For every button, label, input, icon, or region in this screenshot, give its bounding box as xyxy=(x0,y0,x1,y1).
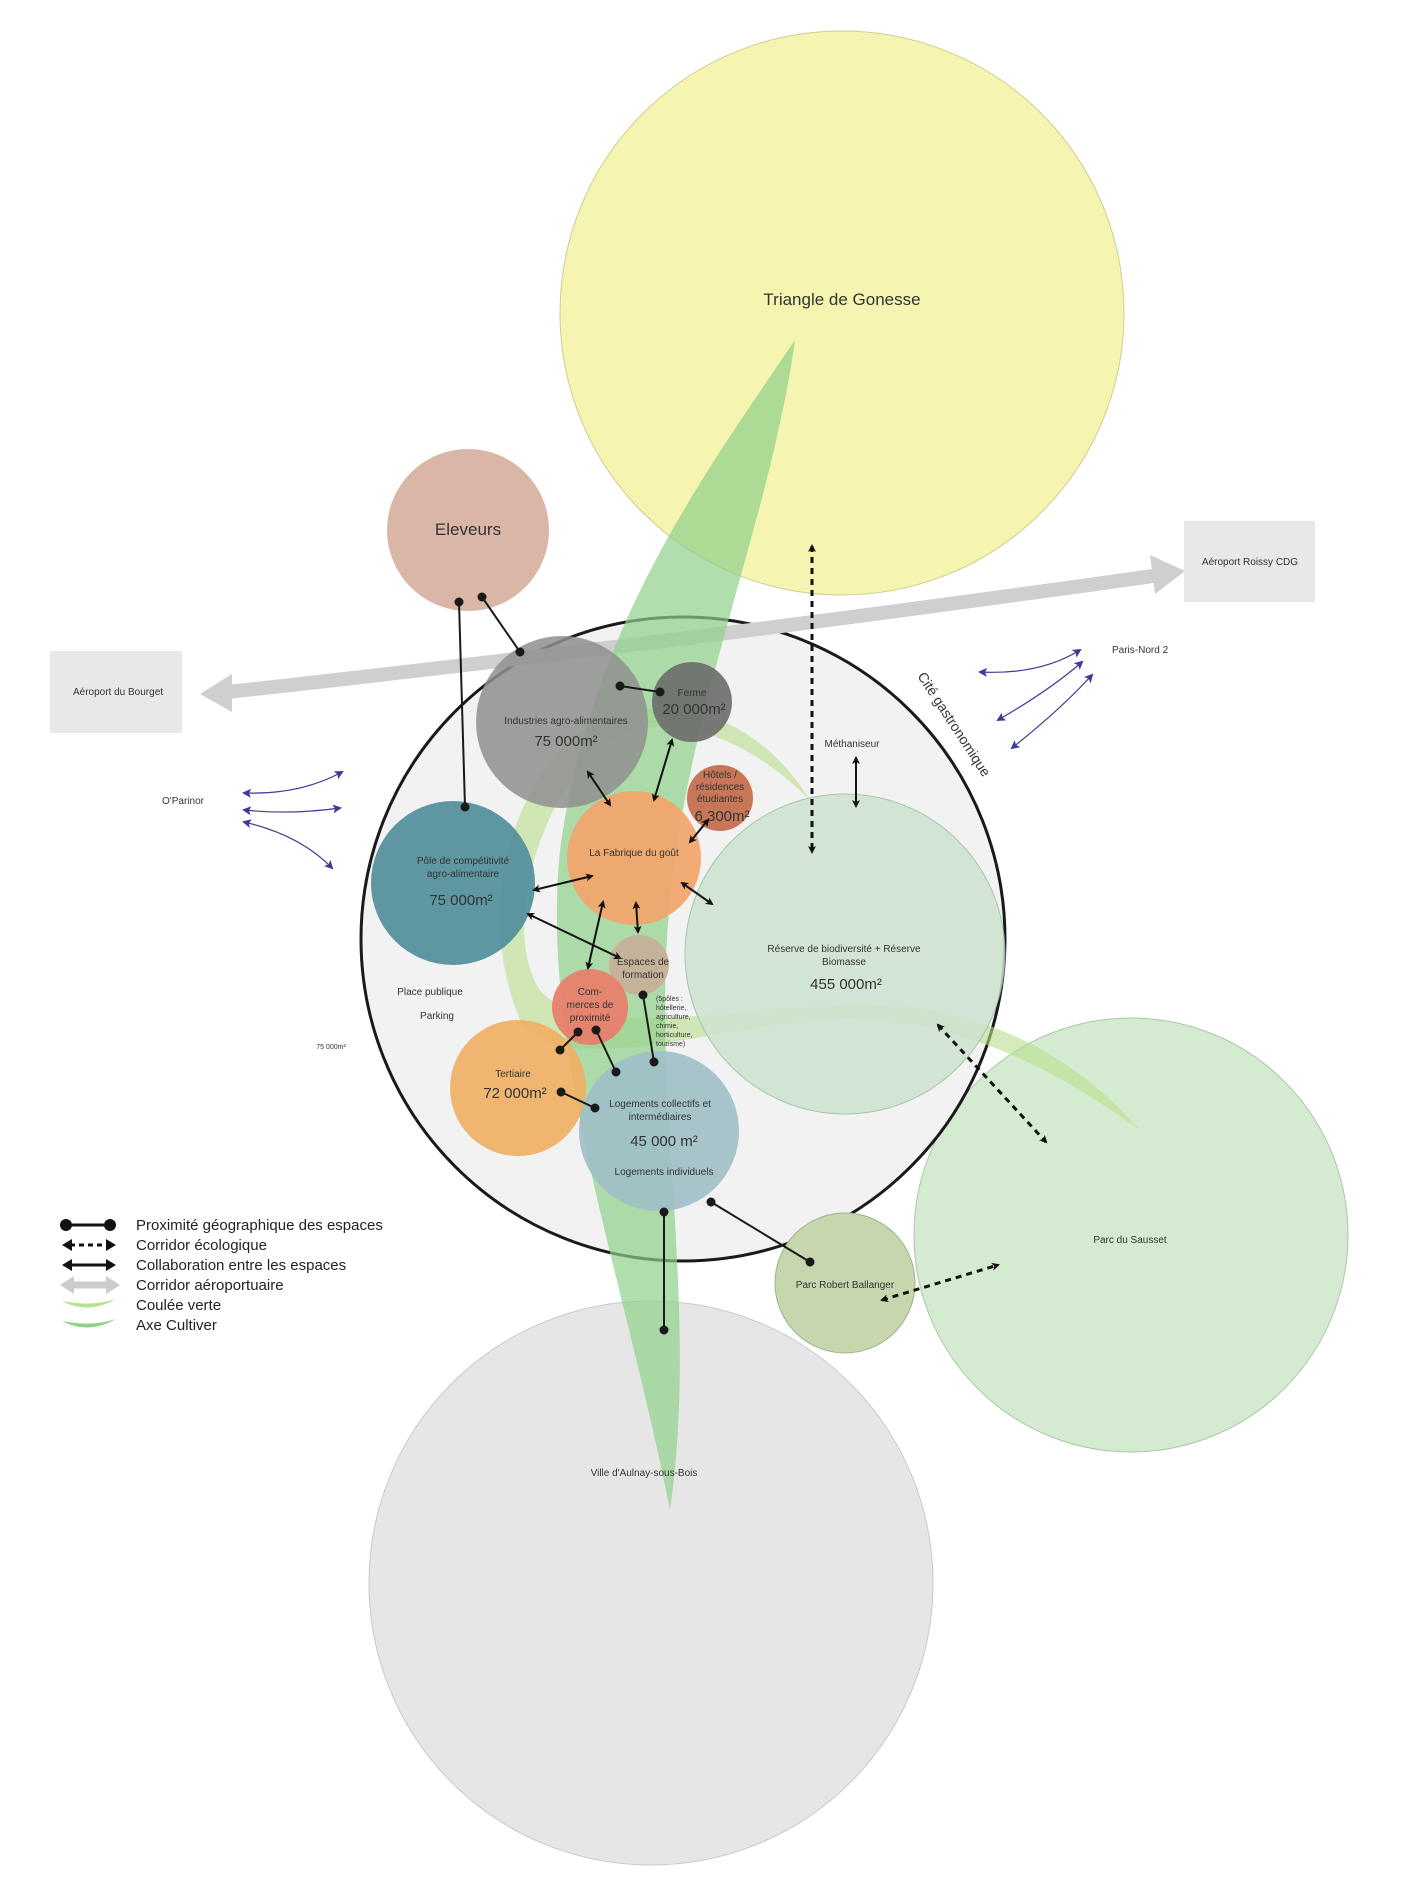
label-pole-2: agro-alimentaire xyxy=(427,869,500,880)
label-hotels-2: résidences xyxy=(696,782,744,793)
label-tertiaire: Tertiaire xyxy=(495,1069,531,1080)
label-aeroport-bourget: Aéroport du Bourget xyxy=(73,687,163,698)
eleveurs-circle xyxy=(387,449,549,611)
triangle-de-gonesse-circle xyxy=(559,30,1125,596)
label-paris-nord: Paris-Nord 2 xyxy=(1112,645,1169,656)
label-poles-5: horticulture, xyxy=(656,1032,693,1039)
commerces-circle xyxy=(552,969,628,1045)
label-ferme: Ferme xyxy=(678,688,707,699)
aeroport-bourget-box xyxy=(50,651,182,733)
label-reserve-area: 455 000m² xyxy=(810,976,882,993)
label-ferme-area: 20 000m² xyxy=(662,701,725,718)
label-industries: Industries agro-alimentaires xyxy=(504,716,627,727)
label-hotels-3: étudiantes xyxy=(697,794,743,805)
legend-label: Collaboration entre les espaces xyxy=(136,1256,347,1274)
label-poles-1: (5pôles : xyxy=(656,996,683,1003)
flux-arrows-paris-nord xyxy=(978,648,1094,750)
legend: Proximité géographique des espaces Corri… xyxy=(58,1215,438,1335)
hotels-circle xyxy=(687,765,753,831)
airport-arrow-east xyxy=(1150,555,1185,594)
label-methaniseur: Méthaniseur xyxy=(824,739,880,750)
label-logements-area: 45 000 m² xyxy=(630,1133,698,1150)
legend-label: Corridor aéroportuaire xyxy=(136,1276,284,1294)
airport-arrow-west xyxy=(200,674,232,712)
label-espaces-1: Espaces de xyxy=(617,957,670,968)
proximity-links xyxy=(454,592,815,1335)
label-commerces-1: Com- xyxy=(578,987,602,998)
legend-item-ecological: Corridor écologique xyxy=(58,1235,438,1255)
airport-corridor-symbol-icon xyxy=(60,1276,120,1294)
label-triangle-gonesse: Triangle de Gonesse xyxy=(763,290,920,309)
axe-cultiver-shape xyxy=(556,340,795,1510)
collaboration-arrows xyxy=(526,738,860,970)
legend-item-collaboration: Collaboration entre les espaces xyxy=(58,1255,438,1275)
axe-cultiver-symbol-icon xyxy=(62,1319,116,1328)
aeroport-roissy-box xyxy=(1184,521,1315,602)
ferme-circle xyxy=(652,662,732,742)
label-hotels-area: 6 300m² xyxy=(694,808,749,825)
label-logements-2: intermédiaires xyxy=(629,1112,692,1123)
label-parc-ballanger: Parc Robert Ballanger xyxy=(796,1280,895,1291)
label-pole-area: 75 000m² xyxy=(429,892,492,909)
label-place-publique: Place publique xyxy=(397,987,463,998)
label-logements-1: Logements collectifs et xyxy=(609,1099,711,1110)
label-commerces-3: proximité xyxy=(570,1013,611,1024)
label-commerces-2: merces de xyxy=(567,1000,614,1011)
pole-competitivite-circle xyxy=(371,801,535,965)
fabrique-du-gout-circle xyxy=(567,791,701,925)
legend-item-axe: Axe Cultiver xyxy=(58,1315,438,1335)
label-poles-6: tourisme) xyxy=(656,1041,685,1048)
legend-item-proximity: Proximité géographique des espaces xyxy=(58,1215,438,1235)
legend-label: Coulée verte xyxy=(136,1296,222,1314)
industries-circle xyxy=(476,636,648,808)
label-left-area: 75 000m² xyxy=(316,1044,346,1051)
reserve-biodiversite-circle xyxy=(684,793,1006,1115)
coulee-verte-symbol-icon xyxy=(62,1299,116,1308)
proximity-symbol-icon xyxy=(60,1219,116,1231)
legend-label: Corridor écologique xyxy=(136,1236,267,1254)
label-parinor: O'Parinor xyxy=(162,796,205,807)
espaces-formation-circle xyxy=(609,935,669,995)
label-logements-individuels: Logements individuels xyxy=(615,1167,714,1178)
label-parc-sausset: Parc du Sausset xyxy=(1093,1235,1167,1246)
ecological-corridor-symbol-icon xyxy=(62,1239,116,1251)
flux-arrows-parinor xyxy=(242,771,344,870)
legend-item-coulee: Coulée verte xyxy=(58,1295,438,1315)
label-aeroport-roissy: Aéroport Roissy CDG xyxy=(1202,557,1298,568)
label-eleveurs: Eleveurs xyxy=(435,520,501,539)
collaboration-symbol-icon xyxy=(62,1259,116,1271)
label-industries-area: 75 000m² xyxy=(534,733,597,750)
legend-label: Proximité géographique des espaces xyxy=(136,1216,383,1234)
ecological-corridors xyxy=(808,544,1048,1303)
legend-item-airport: Corridor aéroportuaire xyxy=(58,1275,438,1295)
label-reserve-1: Réserve de biodiversité + Réserve xyxy=(767,944,921,955)
label-espaces-2: formation xyxy=(622,970,664,981)
label-aulnay: Ville d'Aulnay-sous-Bois xyxy=(591,1468,698,1479)
label-pole-1: Pôle de compétitivité xyxy=(417,856,510,867)
label-fabrique: La Fabrique du goût xyxy=(589,848,679,859)
tertiaire-circle xyxy=(450,1020,586,1156)
label-poles-4: chimie, xyxy=(656,1023,678,1030)
label-poles-2: hôtellerie, xyxy=(656,1005,686,1012)
label-poles-3: agriculture, xyxy=(656,1014,691,1021)
label-parking: Parking xyxy=(420,1011,454,1022)
label-tertiaire-area: 72 000m² xyxy=(483,1085,546,1102)
logements-circle xyxy=(579,1051,739,1211)
legend-label: Axe Cultiver xyxy=(136,1316,217,1334)
label-hotels-1: Hôtels / xyxy=(703,770,737,781)
label-reserve-2: Biomasse xyxy=(822,957,866,968)
